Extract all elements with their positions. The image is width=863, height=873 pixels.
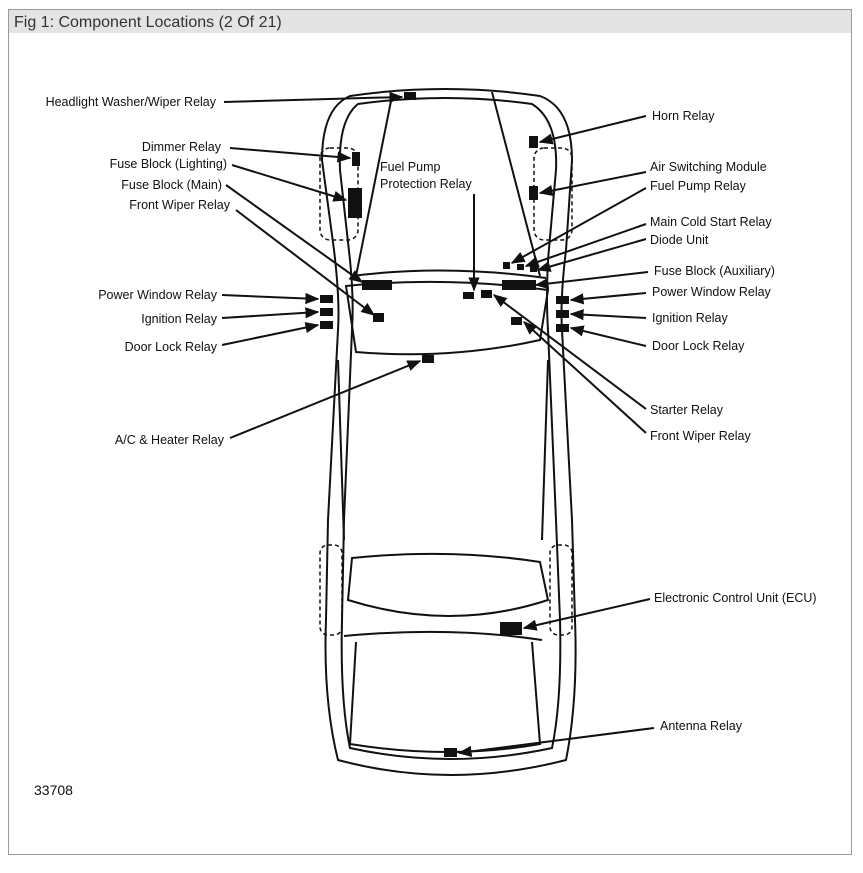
leader-fuel-pump-relay [510, 187, 647, 264]
hood-line-left [355, 95, 393, 277]
antenna-relay-box [444, 748, 457, 757]
leader-fuse-auxiliary [534, 271, 649, 290]
main-cold-start-relay-box [503, 262, 510, 269]
label-fuel-pump-protection-line1: Fuel Pump [380, 160, 440, 174]
label-front-wiper-relay-left: Front Wiper Relay [129, 198, 230, 212]
leader-main-cold-start [524, 223, 647, 268]
hood-line-right [491, 91, 541, 277]
leader-air-switching [538, 171, 647, 197]
labels: Headlight Washer/Wiper Relay Dimmer Rela… [46, 95, 817, 733]
starter-relay-box [481, 290, 492, 298]
label-ecu: Electronic Control Unit (ECU) [654, 591, 817, 605]
figure-title-bar [9, 10, 851, 33]
ecu-box [500, 622, 522, 635]
door-lock-relay-right-box [556, 324, 569, 332]
leader-ecu [522, 598, 651, 631]
label-power-window-relay-left: Power Window Relay [98, 288, 218, 302]
label-horn-relay: Horn Relay [652, 109, 715, 123]
door-lock-relay-left-box [320, 321, 333, 329]
headlamp-left [319, 147, 359, 241]
fuel-pump-protection-relay-box [463, 292, 474, 299]
leader-fuse-lighting [231, 164, 348, 202]
label-fuel-pump-protection-line2: Protection Relay [380, 177, 472, 191]
cowl-line [351, 269, 547, 279]
car-outline [319, 88, 577, 776]
leader-power-window-left [221, 292, 320, 305]
label-fuse-block-main: Fuse Block (Main) [121, 178, 222, 192]
label-power-window-relay-right: Power Window Relay [652, 285, 772, 299]
label-starter-relay: Starter Relay [650, 403, 724, 417]
door-line-right [541, 359, 549, 541]
door-line-left [337, 359, 345, 541]
label-front-wiper-relay-right: Front Wiper Relay [650, 429, 751, 443]
fuse-block-lighting-box [348, 188, 362, 218]
ignition-relay-right-box [556, 310, 569, 318]
car-body-outline [320, 88, 577, 776]
dimmer-relay-box [352, 152, 360, 166]
leader-starter [492, 294, 647, 410]
leader-door-lock-right [569, 325, 647, 347]
rear-lamp-left [319, 544, 343, 636]
leader-door-lock-left [221, 322, 320, 346]
label-door-lock-relay-left: Door Lock Relay [125, 340, 218, 354]
ac-heater-relay-box [422, 355, 434, 363]
leader-ignition-left [221, 307, 320, 319]
figure-title: Fig 1: Component Locations (2 Of 21) [14, 14, 282, 31]
label-ignition-relay-left: Ignition Relay [141, 312, 217, 326]
fuse-block-auxiliary-box [502, 280, 536, 290]
horn-relay-box [529, 136, 538, 148]
front-wiper-relay-right-box [511, 317, 522, 325]
label-ac-heater-relay: A/C & Heater Relay [115, 433, 225, 447]
leader-diode-unit [536, 238, 647, 272]
ignition-relay-left-box [320, 308, 333, 316]
leader-headlight-washer [223, 91, 404, 103]
leader-horn [538, 115, 647, 145]
rear-deck [343, 630, 543, 641]
label-main-cold-start-relay: Main Cold Start Relay [650, 215, 772, 229]
leader-antenna [457, 727, 655, 757]
figure-number: 33708 [34, 782, 73, 798]
label-antenna-relay: Antenna Relay [660, 719, 743, 733]
power-window-relay-left-box [320, 295, 333, 303]
leader-lines [221, 91, 655, 757]
rear-lamp-right [549, 544, 573, 636]
headlight-washer-relay-box [404, 92, 416, 100]
car-body-inner-line [338, 97, 562, 760]
front-wiper-relay-left-box [373, 313, 384, 322]
leader-ac-heater [229, 360, 422, 439]
diode-unit-box [517, 264, 524, 270]
label-air-switching-module: Air Switching Module [650, 160, 767, 174]
fuse-block-main-box [362, 280, 392, 290]
leader-front-wiper-right [522, 321, 647, 434]
label-door-lock-relay-right: Door Lock Relay [652, 339, 745, 353]
figure-frame [8, 9, 852, 855]
power-window-relay-right-box [556, 296, 569, 304]
label-diode-unit: Diode Unit [650, 233, 709, 247]
windshield [344, 280, 550, 356]
leader-ignition-right [569, 309, 647, 321]
leader-front-wiper-left [235, 209, 376, 316]
leader-dimmer [229, 147, 352, 163]
rear-window [346, 552, 550, 617]
trunk-lid [348, 641, 542, 753]
air-switching-module-box [529, 186, 538, 200]
leader-power-window-right [569, 292, 647, 305]
diode-unit-box-2 [530, 266, 537, 272]
label-dimmer-relay: Dimmer Relay [142, 140, 222, 154]
label-fuel-pump-relay: Fuel Pump Relay [650, 179, 747, 193]
label-fuse-block-lighting: Fuse Block (Lighting) [110, 157, 227, 171]
leader-fuse-main [225, 184, 364, 283]
label-ignition-relay-right: Ignition Relay [652, 311, 728, 325]
components [320, 92, 569, 757]
label-fuse-block-auxiliary: Fuse Block (Auxiliary) [654, 264, 775, 278]
label-headlight-washer-wiper-relay: Headlight Washer/Wiper Relay [46, 95, 217, 109]
